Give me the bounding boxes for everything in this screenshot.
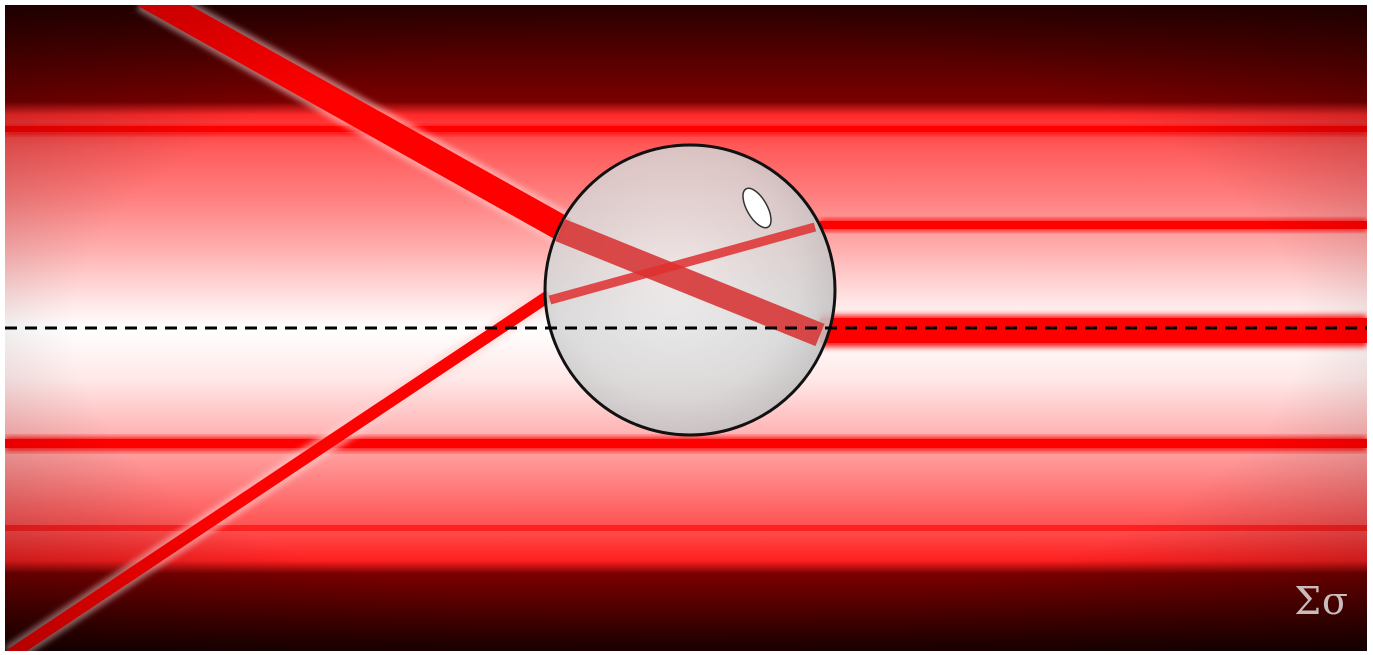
- vignette-overlay: [5, 5, 1367, 651]
- channel-watermark: Σσ: [1294, 579, 1349, 623]
- video-frame: Σσ: [5, 5, 1367, 651]
- laser-scene: [5, 5, 1367, 651]
